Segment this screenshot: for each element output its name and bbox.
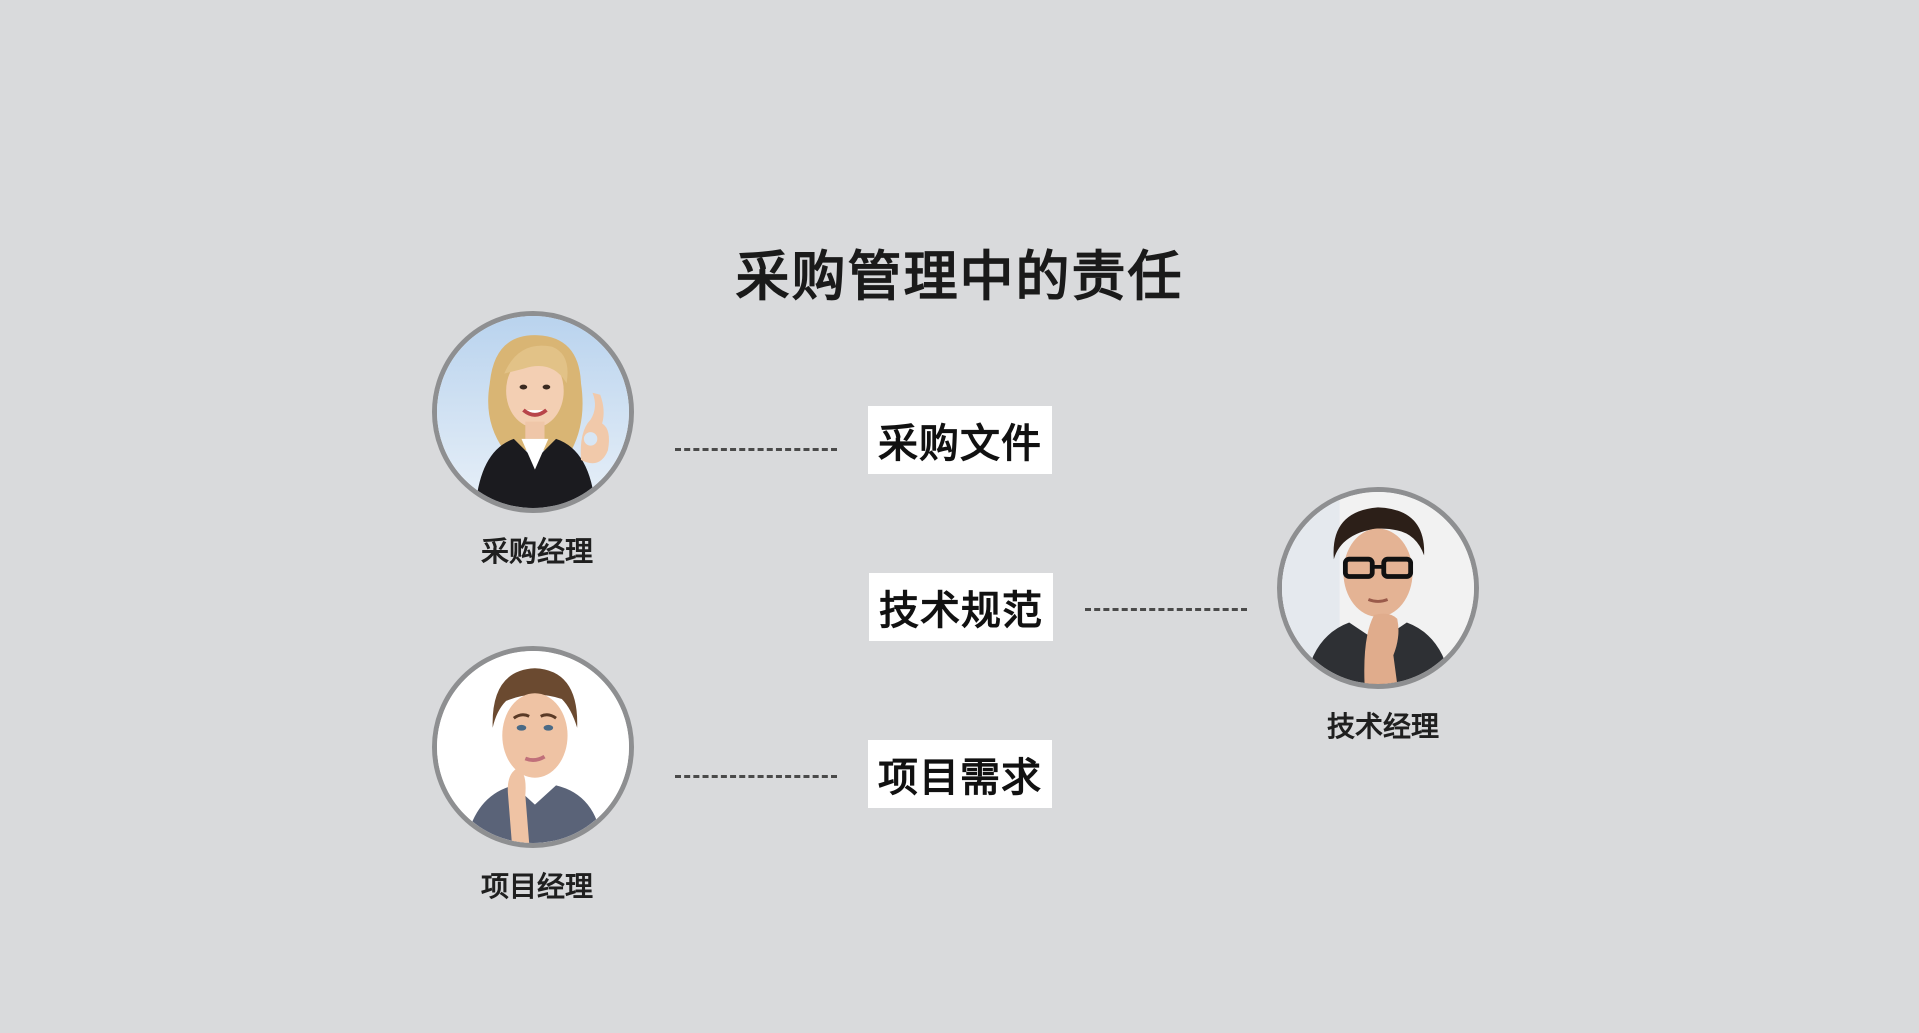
project-manager-label: 项目经理 [417, 865, 657, 905]
woman-ok-gesture-icon [437, 316, 629, 508]
procurement-manager-avatar [432, 311, 634, 513]
project-requirements-box: 项目需求 [868, 740, 1052, 808]
technical-specs-box: 技术规范 [869, 573, 1053, 641]
procurement-docs-box: 采购文件 [868, 406, 1052, 474]
slide-title: 采购管理中的责任 [0, 232, 1919, 311]
connector-procurement-docs [675, 448, 837, 451]
woman-thinking-icon [437, 651, 629, 843]
procurement-manager-label: 采购经理 [417, 530, 657, 570]
man-glasses-icon [1282, 492, 1474, 684]
technical-manager-label: 技术经理 [1263, 705, 1503, 745]
connector-project-requirements [675, 775, 837, 778]
connector-technical-specs [1085, 608, 1247, 611]
technical-manager-avatar [1277, 487, 1479, 689]
project-manager-avatar [432, 646, 634, 848]
